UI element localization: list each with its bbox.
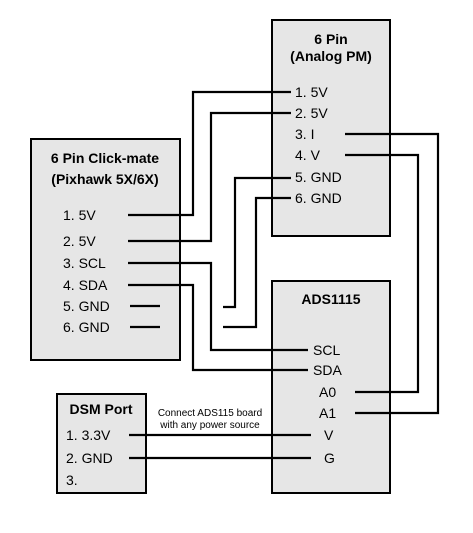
analog-pm-pin-5: 5. GND: [295, 169, 342, 185]
dsm-port-pin-1: 1. 3.3V: [66, 427, 111, 443]
ads1115-pin-v: V: [324, 427, 334, 443]
note-line2: with any power source: [159, 420, 260, 431]
analog-pm-title-line1: 6 Pin: [314, 31, 347, 47]
analog-pm-title-line2: (Analog PM): [290, 48, 372, 64]
dsm-port: DSM Port 1. 3.3V 2. GND 3.: [66, 401, 133, 488]
wire-i-a0: [345, 132, 440, 415]
dsm-port-title: DSM Port: [70, 401, 133, 417]
note-line1: Connect ADS115 board: [158, 408, 262, 419]
wire-gnd-6: [223, 196, 291, 329]
wire-gnd-5: [223, 176, 291, 309]
wire-sda: [128, 283, 308, 372]
analog-pm-pin-6: 6. GND: [295, 190, 342, 206]
dsm-port-pin-2: 2. GND: [66, 450, 113, 466]
dsm-port-pin-3: 3.: [66, 472, 78, 488]
analog-pm-box: [271, 19, 391, 237]
wires: [128, 90, 440, 460]
analog-pm-connector: 6 Pin (Analog PM) 1. 5V 2. 5V 3. I 4. V …: [290, 31, 372, 206]
analog-pm-pin-4: 4. V: [295, 147, 321, 163]
ads1115-pin-sda: SDA: [313, 362, 342, 378]
ads1115-title: ADS1115: [301, 291, 360, 307]
ads1115-pin-g: G: [324, 450, 335, 466]
wire-scl: [128, 261, 308, 352]
dsm-port-box: [56, 393, 147, 494]
clickmate-pin-2: 2. 5V: [63, 233, 96, 249]
analog-pm-pin-2: 2. 5V: [295, 105, 328, 121]
clickmate-title-line2: (Pixhawk 5X/6X): [51, 171, 158, 187]
clickmate-box: [30, 138, 181, 361]
clickmate-title-line1: 6 Pin Click-mate: [51, 150, 159, 166]
clickmate-pin-4: 4. SDA: [63, 277, 108, 293]
wire-5v-1: [128, 90, 291, 217]
ads1115-board: ADS1115 SCL SDA A0 A1 V G: [301, 291, 360, 466]
ads1115-pin-scl: SCL: [313, 342, 340, 358]
clickmate-pin-6: 6. GND: [63, 319, 110, 335]
wire-v-a1: [345, 153, 420, 394]
ads1115-pin-a1: A1: [319, 405, 336, 421]
clickmate-pin-1: 1. 5V: [63, 207, 96, 223]
clickmate-pin-5: 5. GND: [63, 298, 110, 314]
clickmate-connector: 6 Pin Click-mate (Pixhawk 5X/6X) 1. 5V 2…: [51, 150, 159, 335]
analog-pm-pin-3: 3. I: [295, 126, 314, 142]
analog-pm-pin-1: 1. 5V: [295, 84, 328, 100]
ads1115-pin-a0: A0: [319, 384, 336, 400]
power-note: Connect ADS115 board with any power sour…: [158, 408, 262, 431]
wire-5v-2: [128, 111, 291, 243]
clickmate-pin-3: 3. SCL: [63, 255, 106, 271]
